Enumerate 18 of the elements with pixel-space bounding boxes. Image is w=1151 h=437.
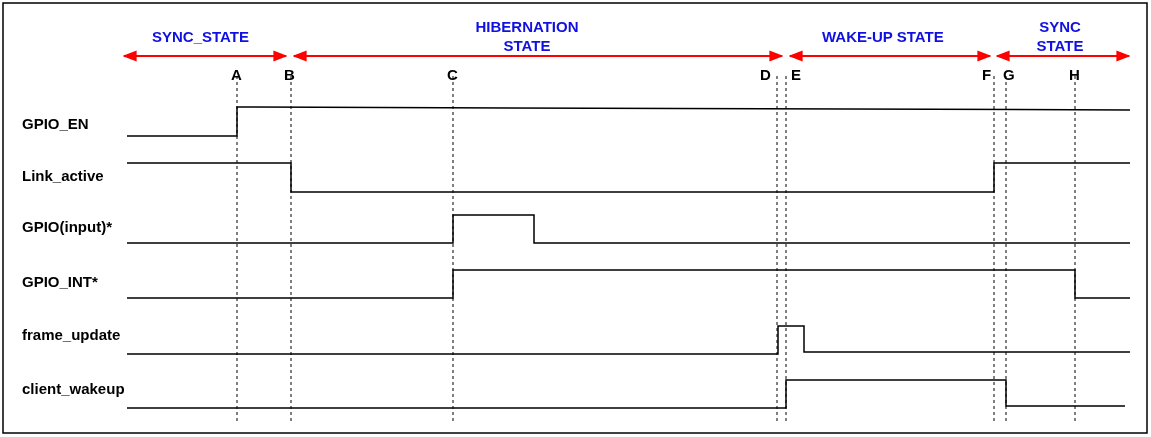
time-marker-letter: C <box>447 65 458 84</box>
time-marker-letter: B <box>284 65 295 84</box>
state-label: SYNC STATE <box>1035 17 1085 55</box>
time-marker-letter: H <box>1069 65 1080 84</box>
signal-name: frame_update <box>22 325 121 344</box>
state-label: HIBERNATION STATE <box>474 17 580 55</box>
time-marker-letter: D <box>760 65 771 84</box>
time-marker-letter: G <box>1003 65 1015 84</box>
state-label: WAKE-UP STATE <box>822 27 944 46</box>
state-label: SYNC_STATE <box>152 27 249 46</box>
signal-name: client_wakeup <box>22 379 125 398</box>
signal-name: GPIO(input)* <box>22 217 112 236</box>
signal-name: Link_active <box>22 166 104 185</box>
time-marker-letter: F <box>982 65 992 84</box>
time-marker-letter: A <box>231 65 242 84</box>
signal-name: GPIO_EN <box>22 114 89 133</box>
time-marker-letter: E <box>791 65 801 84</box>
signal-name: GPIO_INT* <box>22 272 98 291</box>
